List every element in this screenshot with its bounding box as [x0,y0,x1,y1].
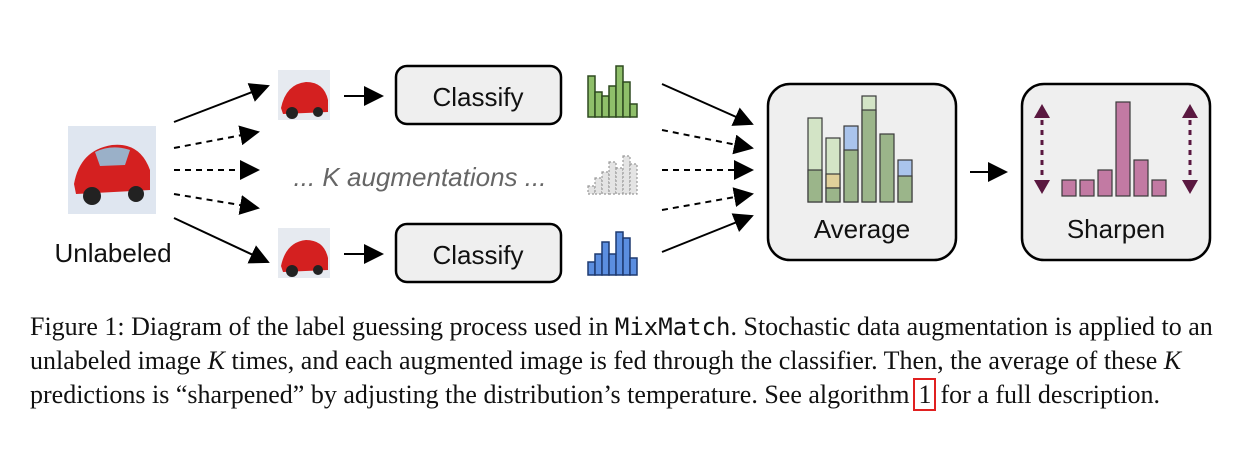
classify-label-top: Classify [432,82,523,112]
prediction-histogram-blue [587,231,638,276]
caption-text-1: Diagram of the label guessing process us… [131,312,609,341]
caption-k-2: K [1163,346,1182,375]
to-classify-arrows [344,86,384,264]
caption-text-5: for a full description. [940,380,1160,409]
caption-text-2: . Stochastic data augmentation is applie… [30,312,1213,375]
sharpen-box: Sharpen [1020,82,1212,262]
sharpen-label: Sharpen [1067,214,1165,244]
classify-label-bottom: Classify [432,240,523,270]
augmented-car-bottom [278,228,330,278]
average-label: Average [814,214,910,244]
figure-caption: Figure 1: Diagram of the label guessing … [30,310,1225,412]
algorithm-reference-link[interactable]: 1 [913,378,937,411]
augmentation-arrows [173,83,270,264]
caption-mixmatch: MixMatch [614,313,731,341]
augmented-car-top [278,70,330,120]
classify-box-top: Classify [394,64,563,126]
caption-k-1: K [207,346,225,375]
unlabeled-label: Unlabeled [54,238,171,268]
caption-figure-label: Figure 1: [30,312,125,341]
prediction-histogram-gray [587,155,638,195]
to-average-arrows [661,83,754,253]
label-guessing-diagram: Unlabeled Classify Classify ... K augmen… [54,64,1212,284]
caption-text-4: predictions is “sharpened” by adjusting … [30,380,910,409]
average-box: Average [766,82,958,262]
caption-text-3: times, and each augmented image is fed t… [231,346,1158,375]
prediction-histogram-green [587,65,638,118]
k-augmentations-label: ... K augmentations ... [294,162,547,192]
unlabeled-car-image [68,126,156,214]
classify-box-bottom: Classify [394,222,563,284]
